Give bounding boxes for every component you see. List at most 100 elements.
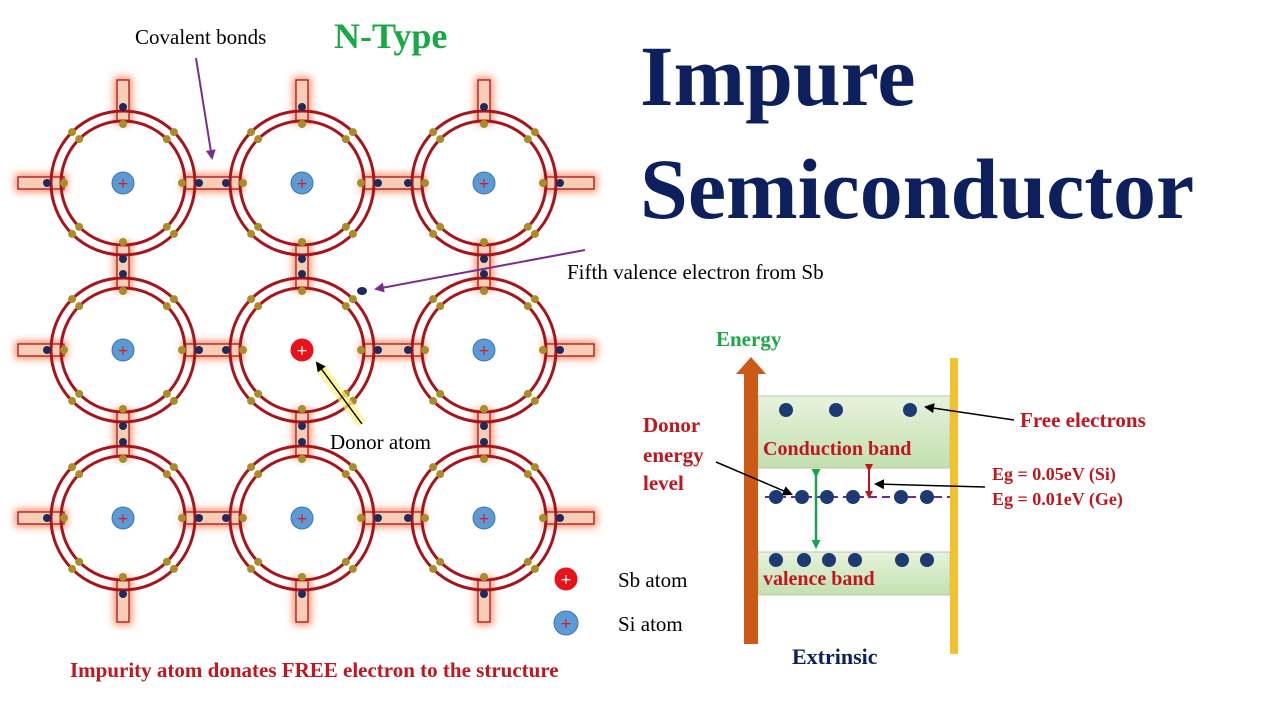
bond-electron <box>298 270 306 278</box>
covalent-bonds-arrow <box>195 57 216 160</box>
orbit-electron <box>436 222 445 231</box>
covalent-bond <box>184 176 241 190</box>
orbit-electron <box>436 470 445 479</box>
orbit-electron <box>169 295 178 304</box>
si-nucleus <box>290 171 314 195</box>
orbit-electron <box>75 135 84 144</box>
orbit-electron <box>169 128 178 137</box>
covalent-bond <box>17 176 65 190</box>
bond-electron <box>480 103 488 111</box>
valence-electrons <box>769 553 934 567</box>
covalent-bond <box>116 579 130 623</box>
orbit-electron <box>298 238 306 246</box>
orbit-electron <box>298 405 306 413</box>
bond-electron <box>374 346 382 354</box>
orbit-electron <box>530 229 539 238</box>
orbit-electron <box>162 557 171 566</box>
si-nucleus <box>111 506 135 530</box>
orbit-electron <box>341 470 350 479</box>
orbit-electron <box>247 295 256 304</box>
orbit-electron <box>68 295 77 304</box>
donor-level-label-line3: level <box>643 471 684 495</box>
orbit-electron <box>523 557 532 566</box>
bond-electron <box>43 179 51 187</box>
covalent-bond <box>116 411 130 457</box>
orbit-electron <box>75 302 84 311</box>
bond-electron <box>298 422 306 430</box>
energy-axis-arrow-head <box>736 357 766 374</box>
covalent-bond <box>545 343 595 357</box>
crystal-lattice: +++++++++ <box>15 77 597 625</box>
orbit-electron <box>162 302 171 311</box>
bond-electron <box>119 422 127 430</box>
caption: Impurity atom donates FREE electron to t… <box>70 658 559 682</box>
nucleus-plus: + <box>478 176 490 192</box>
orbit-electron <box>298 120 306 128</box>
nucleus-plus: + <box>117 176 129 192</box>
orbit-electron <box>357 514 365 522</box>
orbit-electron <box>119 573 127 581</box>
legend-sb-label: Sb atom <box>618 568 687 592</box>
orbit-electron <box>298 573 306 581</box>
orbit-electron <box>178 346 186 354</box>
si-nucleus <box>290 506 314 530</box>
electron <box>820 490 834 504</box>
orbit-electron <box>348 295 357 304</box>
band-diagram: Energy Conduction band valence band Free… <box>643 327 1146 669</box>
page-title-line1: Impure <box>640 28 916 124</box>
orbit-electron <box>530 463 539 472</box>
conduction-electrons <box>779 403 917 417</box>
free-electrons-arrow <box>924 403 1015 421</box>
si-atom: + <box>43 103 203 263</box>
bond-electron <box>195 346 203 354</box>
page-title-line2: Semiconductor <box>640 141 1194 237</box>
nucleus-plus: + <box>296 343 308 359</box>
covalent-bond <box>545 511 595 525</box>
bond-electron <box>119 270 127 278</box>
bond-electron <box>480 422 488 430</box>
orbit-electron <box>436 389 445 398</box>
orbit-electron <box>254 222 263 231</box>
orbit-electron <box>162 135 171 144</box>
bond-electron <box>404 179 412 187</box>
si-nucleus <box>472 171 496 195</box>
si-atom: + <box>222 103 382 263</box>
orbit-electron <box>429 396 438 405</box>
electron <box>779 403 793 417</box>
orbit-electron <box>60 346 68 354</box>
fifth-electron-label: Fifth valence electron from Sb <box>567 260 824 284</box>
orbit-electron <box>119 238 127 246</box>
extrinsic-label: Extrinsic <box>792 644 878 669</box>
right-boundary-bar <box>950 358 958 654</box>
orbit-electron <box>348 463 357 472</box>
orbit-electron <box>480 573 488 581</box>
electron <box>920 490 934 504</box>
orbit-electron <box>178 514 186 522</box>
orbit-electron <box>480 238 488 246</box>
legend-si-atom-icon <box>553 610 579 636</box>
orbit-electron <box>298 287 306 295</box>
electron <box>822 553 836 567</box>
orbit-electron <box>429 295 438 304</box>
bond-electron <box>480 255 488 263</box>
legend-sb-plus: + <box>560 572 572 588</box>
bond-electron <box>374 514 382 522</box>
orbit-electron <box>429 463 438 472</box>
orbit-electron <box>60 179 68 187</box>
nucleus-plus: + <box>296 511 308 527</box>
orbit-electron <box>341 135 350 144</box>
orbit-electron <box>341 557 350 566</box>
bond-electron <box>556 179 564 187</box>
covalent-bond <box>116 79 130 122</box>
covalent-bond <box>295 411 309 457</box>
nucleus-plus: + <box>478 343 490 359</box>
donor-electrons <box>769 490 934 504</box>
bond-electron <box>480 590 488 598</box>
orbit-electron <box>169 463 178 472</box>
orbit-electron <box>254 135 263 144</box>
free-electrons-label: Free electrons <box>1020 408 1146 432</box>
bond-electron <box>222 179 230 187</box>
orbit-electron <box>119 287 127 295</box>
orbit-electron <box>75 389 84 398</box>
orbit-electron <box>239 346 247 354</box>
